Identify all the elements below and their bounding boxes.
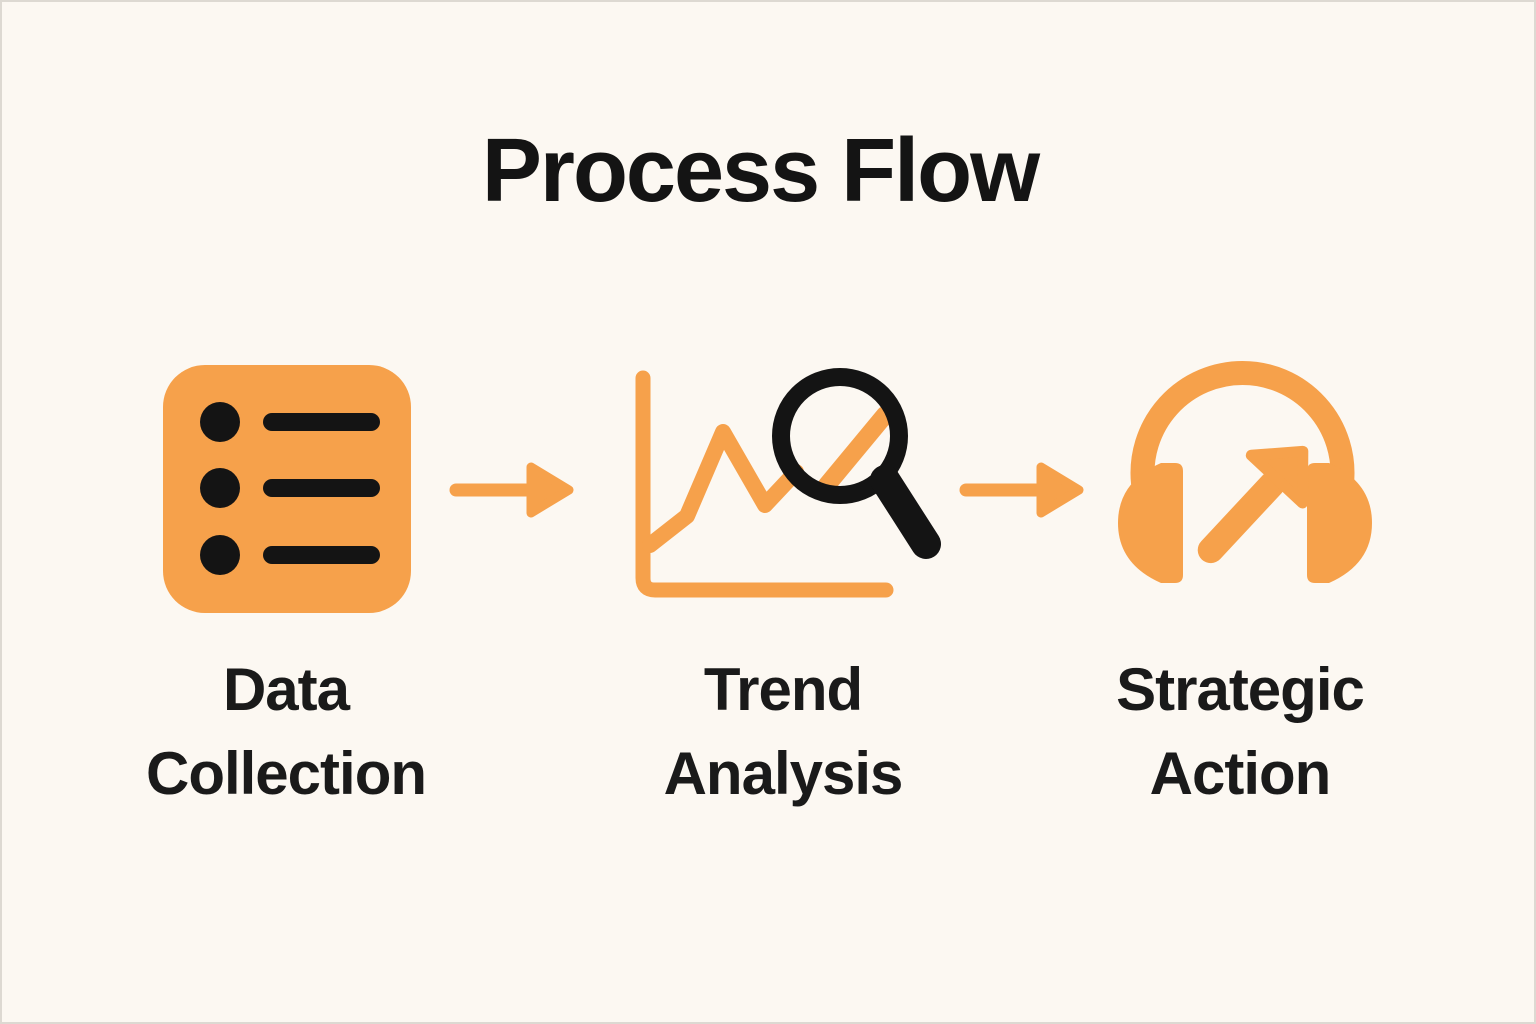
page-title: Process Flow — [481, 121, 1040, 221]
headphones-trend-arrow-icon — [1118, 361, 1372, 583]
list-icon — [163, 365, 411, 613]
step-label-line: Collection — [145, 740, 427, 807]
arrow-right-icon — [449, 462, 574, 518]
step-label-trend-analysis: Trend Analysis — [583, 648, 983, 816]
step-label-strategic-action: Strategic Action — [1040, 648, 1440, 816]
step-label-line: Trend — [703, 656, 863, 723]
step-label-line: Data — [222, 656, 350, 723]
step-label-line: Action — [1149, 740, 1332, 807]
arrow-right-icon — [959, 462, 1084, 518]
chart-magnifier-icon — [635, 368, 941, 598]
step-label-line: Analysis — [663, 740, 904, 807]
step-label-data-collection: Data Collection — [86, 648, 486, 816]
step-label-line: Strategic — [1116, 656, 1365, 723]
